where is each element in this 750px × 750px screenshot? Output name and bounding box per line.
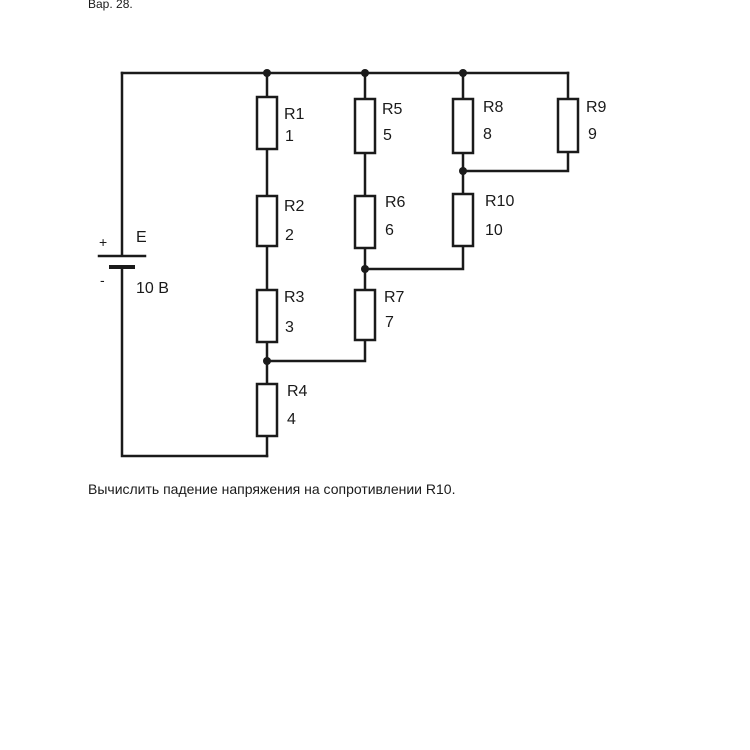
resistor-r1-value: 1 xyxy=(285,128,294,145)
resistor-r8-name: R8 xyxy=(483,99,504,116)
resistor-r10 xyxy=(451,192,475,248)
resistor-r6-name: R6 xyxy=(385,194,406,211)
junction-dot xyxy=(361,69,369,77)
resistor-r5-value: 5 xyxy=(383,127,392,144)
junction-dot xyxy=(263,357,271,365)
resistor-r10-value: 10 xyxy=(485,222,503,239)
resistor-r7 xyxy=(353,288,377,342)
resistor-r8 xyxy=(451,97,475,155)
resistor-r7-value: 7 xyxy=(385,314,394,331)
resistor-r2 xyxy=(255,194,279,248)
wire-branch-3 xyxy=(363,71,465,271)
battery-minus-sign: - xyxy=(100,272,105,288)
resistor-r8-value: 8 xyxy=(483,126,492,143)
junction-dot xyxy=(361,265,369,273)
resistor-r7-name: R7 xyxy=(384,289,405,306)
wire-branch-4 xyxy=(461,71,570,173)
resistor-r9-name: R9 xyxy=(586,99,607,116)
resistor-r4-name: R4 xyxy=(287,383,308,400)
resistor-r10-name: R10 xyxy=(485,193,514,210)
resistor-r6-value: 6 xyxy=(385,222,394,239)
resistor-r5-name: R5 xyxy=(382,101,403,118)
circuit-diagram: + - E 10 В R1 1 R2 2 R3 3 R4 4 R5 5 R6 6… xyxy=(97,69,607,458)
resistor-r9 xyxy=(556,97,580,154)
resistor-r3-value: 3 xyxy=(285,319,294,336)
resistor-r2-name: R2 xyxy=(284,198,305,215)
resistor-r2-value: 2 xyxy=(285,227,294,244)
junction-dot xyxy=(459,69,467,77)
resistor-r3 xyxy=(255,288,279,344)
junction-dot xyxy=(459,167,467,175)
resistor-r6 xyxy=(353,194,377,250)
wire-left-lower xyxy=(120,266,269,458)
task-statement: Вычислить падение напряжения на сопротив… xyxy=(88,481,456,497)
resistor-r1-name: R1 xyxy=(284,106,305,123)
resistor-r9-value: 9 xyxy=(588,126,597,143)
resistor-r5 xyxy=(353,97,377,155)
source-label: E xyxy=(136,229,147,246)
variant-label: Вар. 28. xyxy=(88,0,133,11)
source-value: 10 В xyxy=(136,280,169,297)
resistor-r1 xyxy=(255,95,279,151)
resistor-r3-name: R3 xyxy=(284,289,305,306)
wire-branch-2 xyxy=(265,71,367,363)
resistor-r4 xyxy=(255,382,279,438)
resistor-r4-value: 4 xyxy=(287,411,296,428)
battery-plus-sign: + xyxy=(99,234,107,250)
junction-dot xyxy=(263,69,271,77)
